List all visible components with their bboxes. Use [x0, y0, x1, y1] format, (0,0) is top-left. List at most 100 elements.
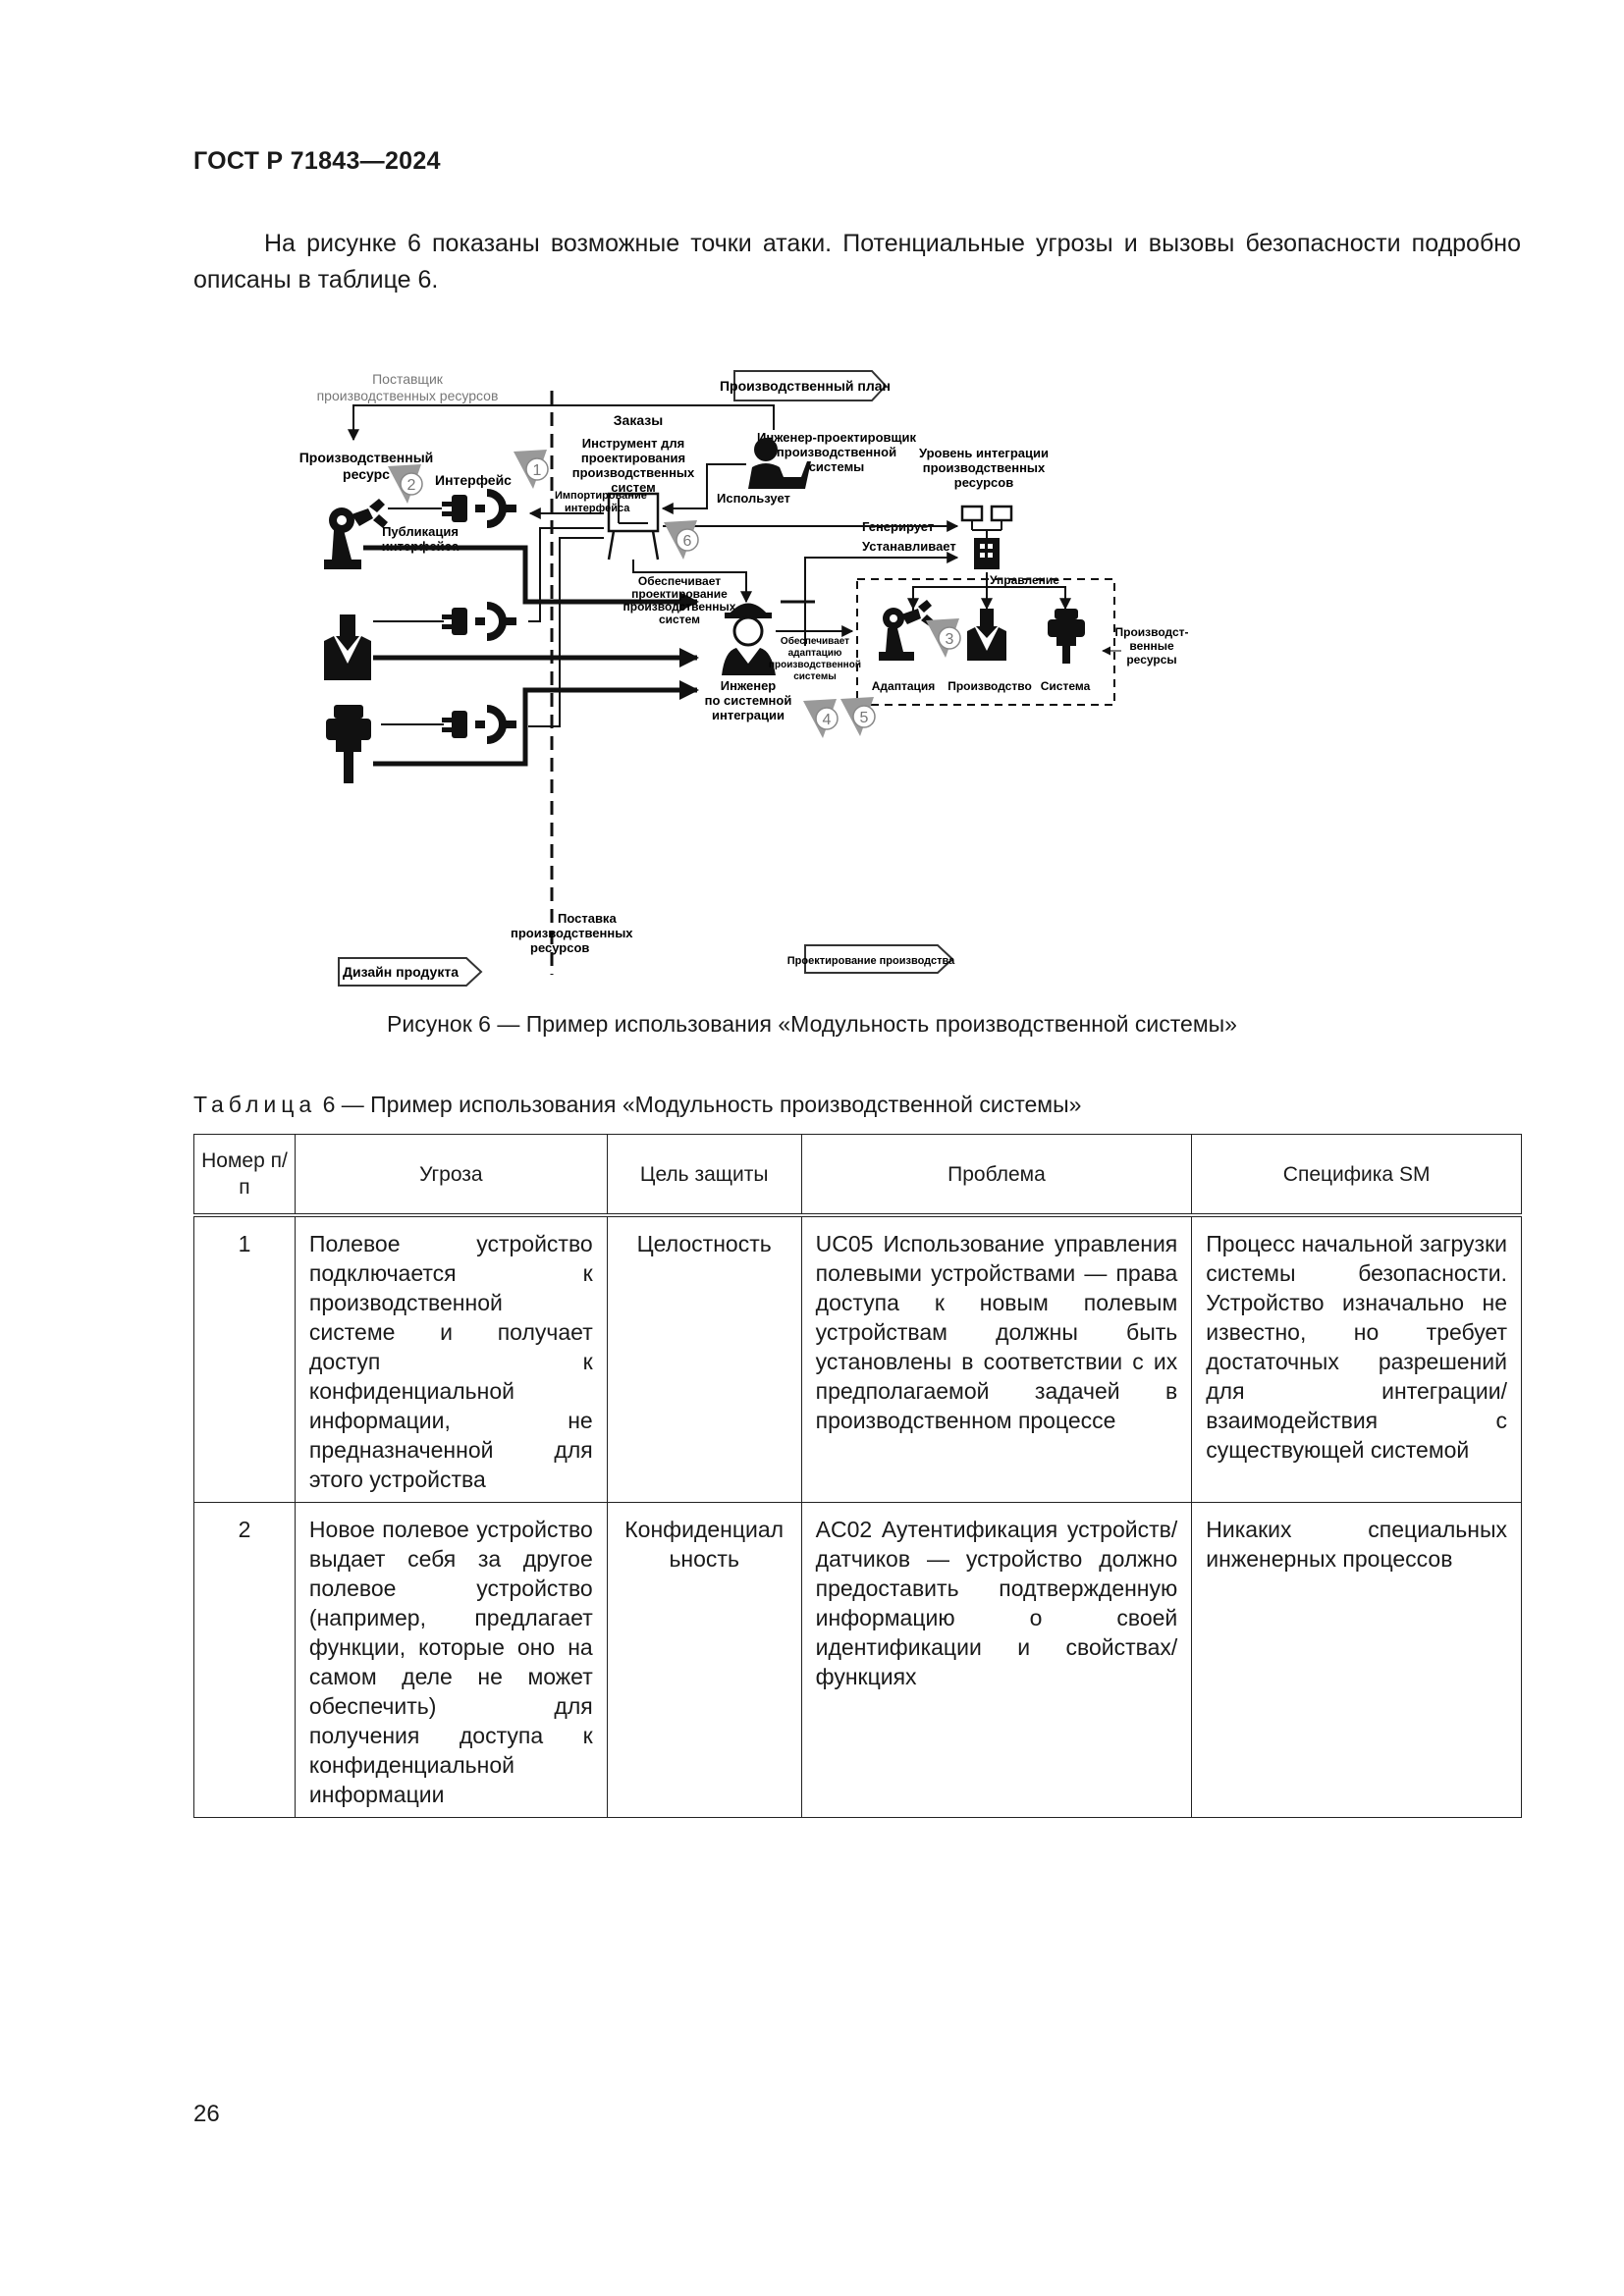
table-header-row: Номер п/п Угроза Цель защиты Проблема Сп… [193, 1134, 1522, 1217]
svg-text:4: 4 [823, 712, 832, 728]
label-provides-design-3: производственных [623, 600, 736, 614]
figure-6-diagram: Поставщик производственных ресурсов Зака… [299, 370, 1189, 987]
label-system: Система [1041, 679, 1091, 693]
table-row: 1 Полевое устройство подключается к прои… [193, 1214, 1522, 1503]
svg-text:2: 2 [407, 477, 416, 494]
interface-plug-icon-2 [442, 606, 516, 637]
label-prod-resources-r-3: ресурсы [1126, 653, 1176, 667]
press-tool-icon [324, 614, 371, 680]
label-engineer-3: интеграции [712, 708, 785, 722]
label-provides-design-2: проектирование [631, 587, 728, 601]
label-engineer-2: по системной [705, 693, 792, 708]
label-tool-4: систем [611, 480, 656, 495]
device-flow-arrows [363, 545, 699, 767]
intro-paragraph: На рисунке 6 показаны возможные точки ат… [193, 230, 1521, 294]
interface-plug-icon-3 [442, 709, 516, 740]
orders-arrow [348, 404, 775, 442]
label-prod-plan: Производственный план [720, 378, 891, 394]
svg-text:3: 3 [946, 631, 954, 648]
threats-table: Номер п/п Угроза Цель защиты Проблема Сп… [193, 1134, 1522, 1818]
press-tool-small-icon [967, 609, 1006, 661]
cell-problem: AC02 Аутентификация устройств/датчиков —… [800, 1502, 1193, 1818]
svg-text:6: 6 [683, 533, 692, 550]
attack-points: 1 2 3 4 5 6 [388, 450, 961, 738]
table-caption-rest: 6 — Пример использования «Модульность пр… [316, 1092, 1082, 1117]
label-installs: Устанавливает [862, 539, 956, 554]
label-product-design: Дизайн продукта [343, 964, 459, 980]
label-publish-1: Публикация [382, 524, 459, 539]
table-row: 2 Новое полевое устройство выдает себя з… [193, 1502, 1522, 1818]
label-provides-adapt-2: адаптацию [788, 648, 842, 659]
cell-sm: Процесс начальной загрузки системы безоп… [1191, 1214, 1522, 1503]
label-provides-design-4: систем [659, 613, 700, 626]
cell-goal: Конфиденциальность [606, 1502, 802, 1818]
label-production: Производство [947, 679, 1032, 693]
label-prod-resource-2: ресурс [343, 466, 390, 482]
table-caption: Таблица 6 — Пример использования «Модуль… [193, 1092, 1081, 1118]
label-supply-2: производственных [511, 926, 633, 940]
robot-arm-icon [324, 499, 388, 569]
attack-point-1: 1 [514, 450, 549, 489]
attack-point-5: 5 [840, 697, 876, 736]
label-provides-adapt-3: производственной [769, 660, 861, 670]
label-adaptation: Адаптация [872, 679, 936, 693]
label-integration-level-2: производственных [923, 460, 1046, 475]
label-provides-adapt-4: системы [793, 671, 837, 682]
label-interface: Интерфейс [435, 472, 512, 488]
attack-point-2: 2 [388, 464, 423, 504]
label-supplier-1: Поставщик [372, 371, 444, 387]
header-goal: Цель защиты [606, 1134, 802, 1217]
header-sm: Специфика SM [1191, 1134, 1522, 1217]
banner-production-design [804, 944, 954, 974]
label-integration-level-3: ресурсов [954, 475, 1013, 490]
robot-arm-small-icon [879, 600, 935, 661]
cell-goal: Целостность [606, 1214, 802, 1503]
cell-number: 1 [193, 1214, 296, 1503]
banner-production-plan [733, 370, 888, 401]
label-supply-3: ресурсов [530, 940, 589, 955]
cell-sm: Никаких специальных инженерных процессов [1191, 1502, 1522, 1818]
cell-threat: Новое полевое устройство выдает себя за … [294, 1502, 608, 1818]
network-servers-icon [960, 505, 1013, 569]
cell-threat: Полевое устройство подключается к произв… [294, 1214, 608, 1503]
document-code: ГОСТ Р 71843—2024 [193, 147, 441, 175]
label-prod-resource-1: Производственный [299, 450, 434, 465]
label-import-2: интерфейса [565, 503, 630, 514]
label-designer-2: производственной [777, 445, 896, 459]
label-integration-level-1: Уровень интеграции [919, 446, 1049, 460]
label-supplier-2: производственных ресурсов [317, 388, 499, 403]
label-designer-3: системы [809, 459, 865, 474]
interface-plug-icon-1 [442, 493, 516, 524]
label-prod-design: Проектирование производства [787, 955, 955, 967]
label-designer-1: Инженер-проектировщик [757, 430, 916, 445]
label-prod-resources-r-2: венные [1129, 639, 1174, 653]
production-resources-box [856, 578, 1115, 706]
label-uses: Использует [717, 491, 790, 506]
page-number: 26 [193, 2101, 220, 2127]
header-problem: Проблема [800, 1134, 1193, 1217]
cell-number: 2 [193, 1502, 296, 1818]
header-threat: Угроза [294, 1134, 608, 1217]
label-orders: Заказы [614, 412, 663, 428]
attack-point-3: 3 [926, 618, 961, 658]
designer-person-icon [748, 438, 811, 489]
label-prod-resources-r-1: Производст- [1114, 625, 1188, 639]
attack-point-6: 6 [664, 520, 699, 560]
attack-point-4: 4 [803, 699, 839, 738]
cell-problem: UC05 Использование управления полевыми у… [800, 1214, 1193, 1503]
connector-icon [326, 705, 371, 783]
label-engineer-1: Инженер [721, 678, 777, 693]
label-provides-design-1: Обеспечивает [638, 574, 721, 588]
label-tool-1: Инструмент для [582, 436, 684, 451]
label-tool-3: производственных [572, 465, 695, 480]
label-import-1: Импортирование [555, 490, 647, 502]
banner-product-design [338, 957, 483, 987]
header-number: Номер п/п [193, 1134, 296, 1217]
integration-engineer-icon [722, 603, 776, 675]
figure-caption: Рисунок 6 — Пример использования «Модуль… [387, 1011, 1237, 1037]
connector-small-icon [1048, 609, 1085, 664]
label-provides-adapt-1: Обеспечивает [781, 635, 849, 647]
drafting-table-icon [607, 492, 660, 561]
label-tool-2: проектирования [581, 451, 685, 465]
table-caption-word: Таблица [193, 1092, 317, 1117]
